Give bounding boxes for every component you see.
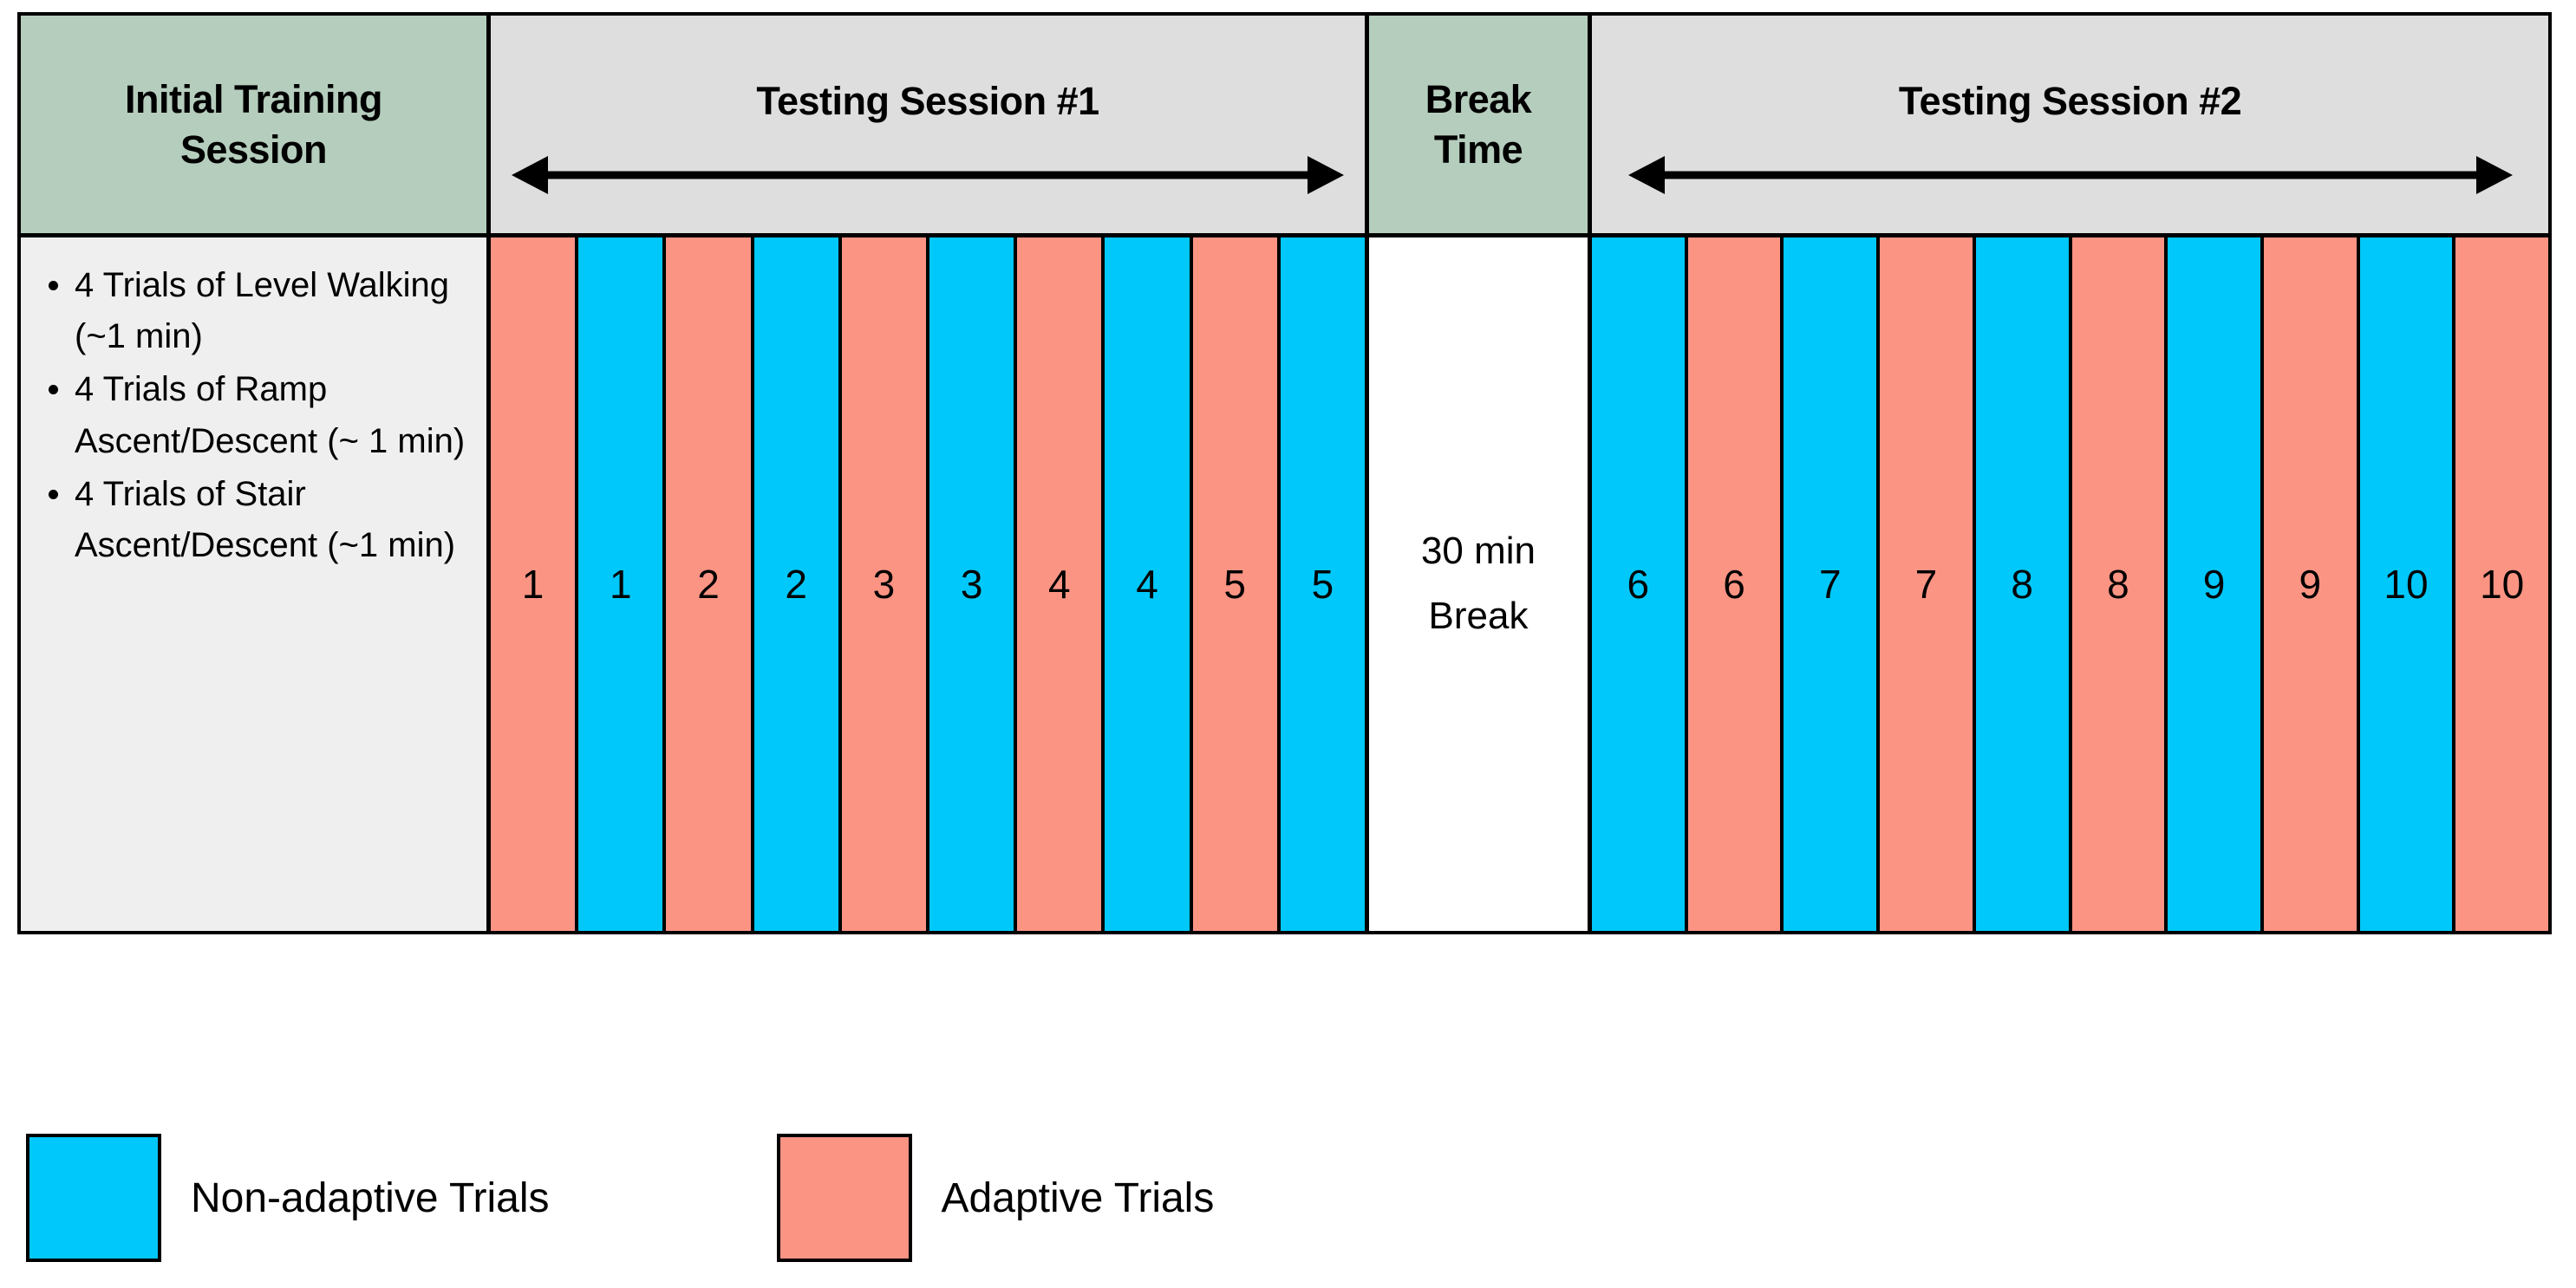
- trial-bar: 5: [1280, 237, 1366, 931]
- initial-training-content: 4 Trials of Level Walking (~1 min) 4 Tri…: [21, 237, 491, 931]
- legend-item-adaptive: Adaptive Trials: [776, 1134, 1215, 1262]
- legend-item-non-adaptive: Non-adaptive Trials: [26, 1134, 550, 1262]
- trial-bar: 10: [2455, 237, 2549, 931]
- trial-bar: 8: [1975, 237, 2072, 931]
- trial-bar: 7: [1880, 237, 1976, 931]
- header-break-line2: Time: [1433, 127, 1523, 172]
- session1-span-arrow-wrap: [491, 155, 1365, 195]
- header-session1-label: Testing Session #1: [756, 78, 1099, 123]
- trial-bar: 7: [1784, 237, 1881, 931]
- trial-bar: 5: [1192, 237, 1281, 931]
- table-body-row: 4 Trials of Level Walking (~1 min) 4 Tri…: [21, 237, 2549, 931]
- list-item: 4 Trials of Stair Ascent/Descent (~1 min…: [49, 469, 473, 571]
- legend-label-non-adaptive: Non-adaptive Trials: [191, 1174, 550, 1221]
- session2-span-arrow-wrap: [1592, 155, 2548, 195]
- trial-bar: 6: [1592, 237, 1688, 931]
- table-header-row: Initial Training Session Testing Session…: [21, 16, 2548, 237]
- header-initial-training-line2: Session: [179, 127, 328, 172]
- trial-bar: 4: [1105, 237, 1193, 931]
- header-session2-label: Testing Session #2: [1898, 78, 2242, 123]
- trial-bar: 2: [753, 237, 842, 931]
- trial-bar: 1: [491, 237, 579, 931]
- legend-swatch-adaptive: [776, 1134, 912, 1262]
- trial-bar: 3: [841, 237, 930, 931]
- list-item: 4 Trials of Ramp Ascent/Descent (~ 1 min…: [49, 364, 473, 466]
- legend-label-adaptive: Adaptive Trials: [941, 1174, 1215, 1221]
- experiment-protocol-table: Initial Training Session Testing Session…: [17, 12, 2552, 934]
- trial-bar: 3: [929, 237, 1018, 931]
- header-break-line1: Break: [1425, 76, 1532, 121]
- legend-swatch-non-adaptive: [26, 1134, 161, 1262]
- break-label: Break: [1428, 595, 1529, 637]
- header-initial-training-line1: Initial Training: [124, 76, 383, 121]
- trial-bar: 9: [2263, 237, 2360, 931]
- session1-trial-bars: 1 1 2 2 3 3 4 4 5 5: [491, 237, 1369, 931]
- double-arrow-icon: [1627, 156, 2513, 194]
- trial-bar: 4: [1017, 237, 1105, 931]
- trial-bar: 6: [1687, 237, 1784, 931]
- initial-training-list: 4 Trials of Level Walking (~1 min) 4 Tri…: [36, 260, 473, 571]
- legend: Non-adaptive Trials Adaptive Trials: [26, 1134, 1413, 1288]
- trial-bar: 9: [2168, 237, 2264, 931]
- header-break-time: Break Time: [1369, 16, 1592, 233]
- header-testing-session-1: Testing Session #1: [491, 16, 1369, 233]
- header-testing-session-2: Testing Session #2: [1592, 16, 2548, 233]
- trial-bar: 10: [2359, 237, 2456, 931]
- trial-bar: 8: [2071, 237, 2168, 931]
- double-arrow-icon: [512, 156, 1344, 194]
- trial-bar: 1: [578, 237, 667, 931]
- list-item: 4 Trials of Level Walking (~1 min): [49, 260, 473, 362]
- break-duration: 30 min: [1420, 530, 1536, 573]
- trial-bar: 2: [666, 237, 754, 931]
- header-initial-training-session: Initial Training Session: [21, 16, 491, 233]
- session2-trial-bars: 6 6 7 7 8 8 9 9 10 10: [1592, 237, 2549, 931]
- break-cell: 30 min Break: [1369, 237, 1592, 931]
